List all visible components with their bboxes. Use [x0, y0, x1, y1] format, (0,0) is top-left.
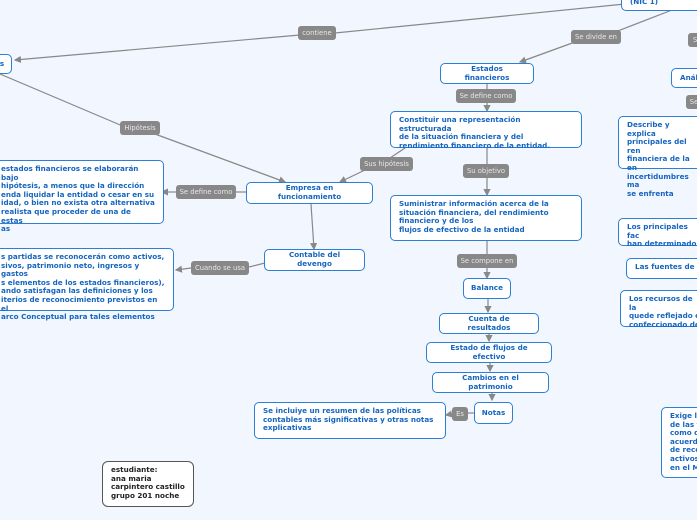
- link-label-right-s: S: [688, 33, 697, 47]
- node-student-info[interactable]: estudiante: ana maria carpintero castill…: [102, 461, 194, 507]
- link-label-right-se: Se: [686, 95, 697, 109]
- edge-contable-cuando: [248, 262, 266, 268]
- link-label-se-divide-en: Se divide en: [571, 30, 621, 44]
- edge-constituir-sushipotesis: [389, 147, 406, 159]
- edge-sedivide-ef: [518, 41, 576, 64]
- node-suministrar[interactable]: Suministrar información acerca de la sit…: [390, 195, 582, 241]
- link-label-es: Es: [452, 407, 468, 421]
- node-nic1[interactable]: (NIC 1): [621, 0, 697, 11]
- node-analisis[interactable]: Anál: [671, 68, 697, 88]
- node-empresa-funcionamiento[interactable]: Empresa en funcionamiento: [246, 182, 373, 204]
- edge-hipotesis-empresa: [154, 133, 287, 184]
- link-label-se-define-como-2: Se define como: [176, 185, 236, 199]
- node-fuentes[interactable]: Las fuentes de f: [626, 258, 697, 279]
- link-label-contiene: contiene: [298, 26, 336, 40]
- node-hipotesis-definicion[interactable]: estados financieros se elaborarán bajo h…: [0, 160, 164, 233]
- node-estados-financieros[interactable]: Estados financieros: [440, 63, 534, 84]
- node-balance[interactable]: Balance: [463, 278, 511, 299]
- node-principales-factores[interactable]: Los principales fac han determinado: [618, 218, 697, 248]
- link-label-sus-hipotesis: Sus hipótesis: [360, 157, 413, 171]
- node-resumen[interactable]: Se incluiye un resumen de las políticas …: [254, 402, 446, 439]
- node-constituir[interactable]: Constituir una representación estructura…: [390, 111, 582, 150]
- edge-es-resumen: [444, 410, 453, 418]
- node-exige[interactable]: Exige la de las f como d acuerd de reco …: [661, 407, 697, 478]
- node-partidas[interactable]: s partidas se reconocerán como activos, …: [0, 248, 174, 321]
- edge-sushipotesis-empresa: [338, 169, 366, 183]
- node-cuenta-resultados[interactable]: Cuenta de resultados: [439, 313, 539, 334]
- node-estado-flujos[interactable]: Estado de flujos de efectivo: [426, 342, 552, 363]
- node-cambios-patrimonio[interactable]: Cambios en el patrimonio: [432, 372, 549, 393]
- edge-empresa-contable: [310, 203, 318, 251]
- edge-contiene-left: [13, 34, 301, 64]
- link-label-se-define-como: Se define como: [456, 89, 516, 103]
- link-label-cuando-se-usa: Cuando se usa: [191, 261, 249, 275]
- edge-nic-contiene: [334, 3, 626, 34]
- link-label-se-compone-en: Se compone en: [457, 254, 517, 268]
- link-label-hipotesis: Hipótesis: [120, 121, 160, 135]
- node-recursos[interactable]: Los recursos de la quede reflejado e con…: [620, 290, 697, 329]
- node-notas[interactable]: Notas: [474, 402, 513, 424]
- link-label-su-objetivo: Su objetivo: [463, 164, 509, 178]
- edge-left-hipotesis: [0, 73, 126, 128]
- node-contable-devengo[interactable]: Contable del devengo: [264, 249, 365, 271]
- edge-cuando-partidas: [174, 265, 192, 273]
- node-left-top[interactable]: s: [0, 54, 12, 74]
- node-describe[interactable]: Describe y explica principales del ren f…: [618, 116, 697, 198]
- edge-nic-sedivide: [609, 9, 673, 35]
